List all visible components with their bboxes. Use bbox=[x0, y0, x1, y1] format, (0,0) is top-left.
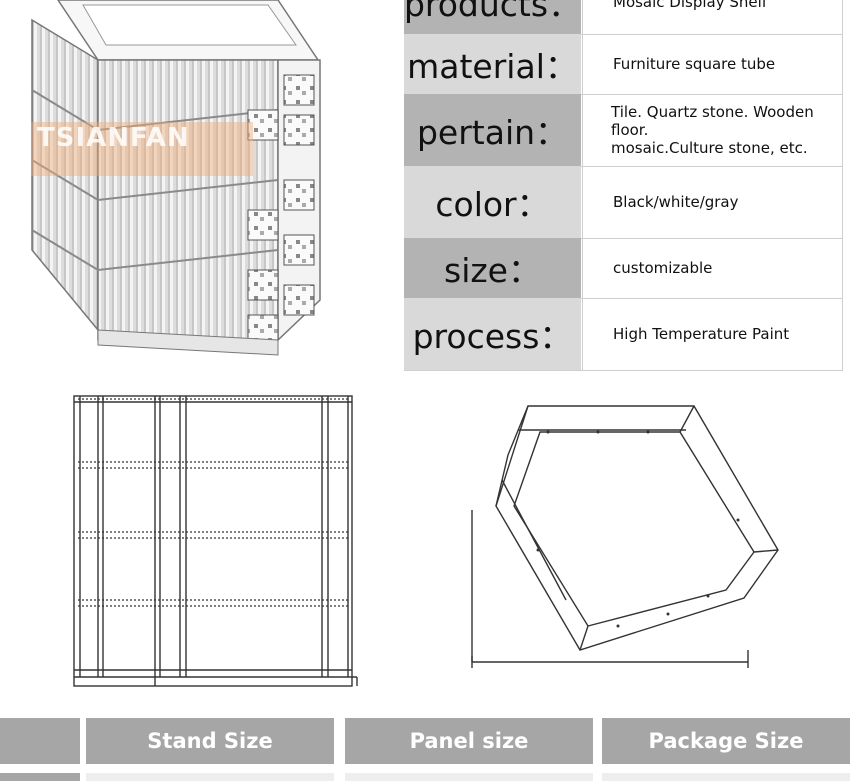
spec-label: size： bbox=[404, 238, 581, 298]
spec-row-pertain: pertain： Tile. Quartz stone. Wooden floo… bbox=[404, 94, 843, 167]
row-stub bbox=[0, 773, 80, 781]
top-view-drawing bbox=[471, 405, 779, 668]
header-blank bbox=[0, 718, 80, 764]
spec-row-material: material： Furniture square tube bbox=[404, 34, 843, 95]
spec-value: Tile. Quartz stone. Wooden floor. mosaic… bbox=[582, 94, 843, 166]
spec-value: Furniture square tube bbox=[582, 34, 843, 94]
spec-row-products: products： Mosaic Display Shelf bbox=[404, 0, 843, 35]
spec-value: Mosaic Display Shelf bbox=[582, 0, 843, 34]
row-stub bbox=[345, 773, 593, 781]
spec-value: Black/white/gray bbox=[582, 166, 843, 238]
spec-value: customizable bbox=[582, 238, 843, 298]
spec-label: material： bbox=[404, 34, 581, 94]
row-stub bbox=[602, 773, 850, 781]
spec-row-process: process： High Temperature Paint bbox=[404, 298, 843, 371]
spec-row-color: color： Black/white/gray bbox=[404, 166, 843, 239]
header-panel-size: Panel size bbox=[345, 718, 593, 764]
spec-label: process： bbox=[404, 298, 581, 370]
header-stand-size: Stand Size bbox=[86, 718, 334, 764]
spec-label: color： bbox=[404, 166, 581, 238]
front-view-drawing bbox=[73, 395, 358, 687]
spec-value: High Temperature Paint bbox=[582, 298, 843, 370]
spec-label: products： bbox=[404, 0, 581, 34]
spec-row-size: size： customizable bbox=[404, 238, 843, 299]
row-stub bbox=[86, 773, 334, 781]
spec-label: pertain： bbox=[404, 94, 581, 166]
header-package-size: Package Size bbox=[602, 718, 850, 764]
product-render-image bbox=[31, 0, 321, 356]
watermark: TSIANFAN bbox=[31, 122, 253, 176]
